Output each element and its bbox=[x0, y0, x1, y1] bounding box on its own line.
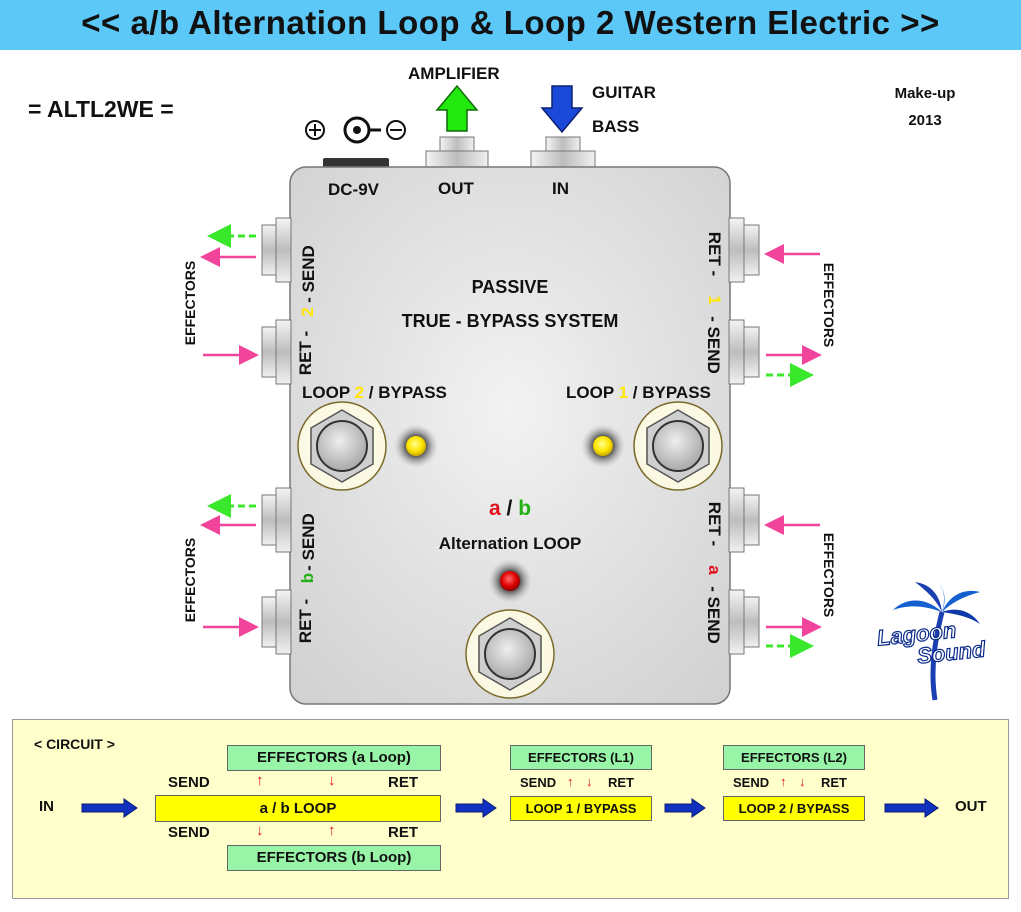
circuit-ret-bottom: RET bbox=[388, 824, 418, 841]
ab-a: a bbox=[488, 497, 501, 520]
jack-left-send-2 bbox=[261, 217, 292, 283]
arrow-up-a-send-icon: ↑ bbox=[256, 772, 264, 789]
true-bypass-label: TRUE - BYPASS SYSTEM bbox=[401, 311, 619, 331]
loop-1-label: LOOP 1 / BYPASS bbox=[566, 383, 711, 403]
l1-down-icon: ↓ bbox=[586, 774, 593, 789]
guitar-arrow-icon bbox=[540, 85, 584, 134]
dc-jack bbox=[323, 158, 389, 168]
model-name: = ALTL2WE = bbox=[28, 96, 174, 122]
l1-ret-label: RET bbox=[608, 775, 634, 790]
pedal-body bbox=[289, 166, 731, 705]
circuit-send-bottom: SEND bbox=[168, 824, 210, 841]
right-ret-1-label: RET - bbox=[705, 231, 724, 277]
bass-label: BASS bbox=[592, 117, 640, 136]
lagoon-sound-palm-icon bbox=[893, 582, 980, 701]
jack-right-send-a bbox=[728, 589, 760, 655]
jack-right-ret-1 bbox=[728, 217, 760, 283]
right-send-1-label: - SEND bbox=[704, 316, 723, 374]
left-loop-2-number: 2 bbox=[298, 307, 317, 317]
l1-send-label: SEND bbox=[520, 775, 557, 790]
makeup-year: 2013 bbox=[908, 112, 942, 129]
footswitch-loop-1 bbox=[633, 401, 723, 491]
loop-1-box: LOOP 1 / BYPASS bbox=[510, 796, 652, 821]
amplifier-arrow-icon bbox=[435, 84, 479, 132]
led-loop-1 bbox=[593, 436, 613, 456]
footswitch-loop-2 bbox=[297, 401, 387, 491]
page-title: << a/b Alternation Loop & Loop 2 Western… bbox=[81, 4, 940, 41]
out-label: OUT bbox=[438, 179, 474, 198]
title-bar bbox=[0, 0, 1021, 50]
ab-loop-box: a / b LOOP bbox=[155, 795, 441, 822]
dc-polarity-icon bbox=[305, 116, 406, 144]
jack-right-ret-a bbox=[728, 487, 760, 553]
ab-separator: / bbox=[500, 497, 519, 520]
l2-ret-label: RET bbox=[821, 775, 847, 790]
guitar-label: GUITAR bbox=[592, 83, 656, 102]
left-ret-b-label: RET - bbox=[296, 598, 315, 644]
arrow-down-b-send-icon: ↓ bbox=[256, 822, 264, 839]
loop-1-text: LOOP bbox=[566, 383, 619, 402]
circuit-in: IN bbox=[39, 798, 54, 815]
l2-send-label: SEND bbox=[733, 775, 770, 790]
amplifier-label: AMPLIFIER bbox=[408, 64, 500, 83]
circuit-heading: < CIRCUIT > bbox=[34, 736, 115, 752]
left-loop-b-letter: b bbox=[298, 572, 317, 584]
makeup-note: Make-up 2013 bbox=[880, 80, 970, 134]
led-alternation bbox=[500, 571, 520, 591]
in-jack bbox=[530, 136, 596, 169]
loop-1-bypass-text: / BYPASS bbox=[628, 383, 711, 402]
passive-label: PASSIVE bbox=[471, 277, 549, 297]
l1-up-icon: ↑ bbox=[567, 774, 574, 789]
circuit-ret-top: RET bbox=[388, 774, 418, 791]
effectors-l1-box: EFFECTORS (L1) bbox=[510, 745, 652, 770]
out-jack bbox=[425, 136, 489, 169]
circuit-send-top: SEND bbox=[168, 774, 210, 791]
circuit-out: OUT bbox=[955, 798, 987, 815]
effectors-b-box: EFFECTORS (b Loop) bbox=[227, 845, 441, 871]
effectors-right-top: EFFECTORS bbox=[821, 262, 837, 348]
dc-label: DC-9V bbox=[328, 180, 380, 199]
arrow-up-b-ret-icon: ↑ bbox=[328, 822, 336, 839]
l2-down-icon: ↓ bbox=[799, 774, 806, 789]
effectors-l2-box: EFFECTORS (L2) bbox=[723, 745, 865, 770]
loop-2-number: 2 bbox=[354, 383, 365, 402]
effectors-left-top: EFFECTORS bbox=[182, 260, 198, 346]
effectors-a-box: EFFECTORS (a Loop) bbox=[227, 745, 441, 771]
led-loop-2 bbox=[406, 436, 426, 456]
loop-2-text: LOOP bbox=[302, 383, 355, 402]
right-ret-a-label: RET - bbox=[705, 501, 724, 547]
effectors-left-bottom: EFFECTORS bbox=[182, 537, 198, 623]
jack-right-send-1 bbox=[728, 319, 760, 385]
loop-1-number: 1 bbox=[618, 383, 629, 402]
left-ret-2-label: RET - bbox=[296, 330, 315, 376]
effectors-right-bottom: EFFECTORS bbox=[821, 532, 837, 618]
jack-left-ret-2 bbox=[261, 319, 292, 385]
alternation-label: Alternation LOOP bbox=[438, 534, 582, 553]
loop-2-bypass-text: / BYPASS bbox=[364, 383, 447, 402]
loop-2-box: LOOP 2 / BYPASS bbox=[723, 796, 865, 821]
l2-up-icon: ↑ bbox=[780, 774, 787, 789]
ab-label: a / b bbox=[290, 497, 730, 521]
jack-left-ret-b bbox=[261, 589, 292, 655]
footswitch-alternation bbox=[465, 609, 555, 699]
ab-b: b bbox=[518, 497, 532, 520]
in-label: IN bbox=[552, 179, 569, 198]
arrow-down-a-ret-icon: ↓ bbox=[328, 772, 336, 789]
loop-2-label: LOOP 2 / BYPASS bbox=[302, 383, 447, 403]
makeup-label: Make-up bbox=[894, 85, 956, 102]
jack-left-send-b bbox=[261, 487, 292, 553]
right-send-a-label: - SEND bbox=[704, 586, 723, 644]
